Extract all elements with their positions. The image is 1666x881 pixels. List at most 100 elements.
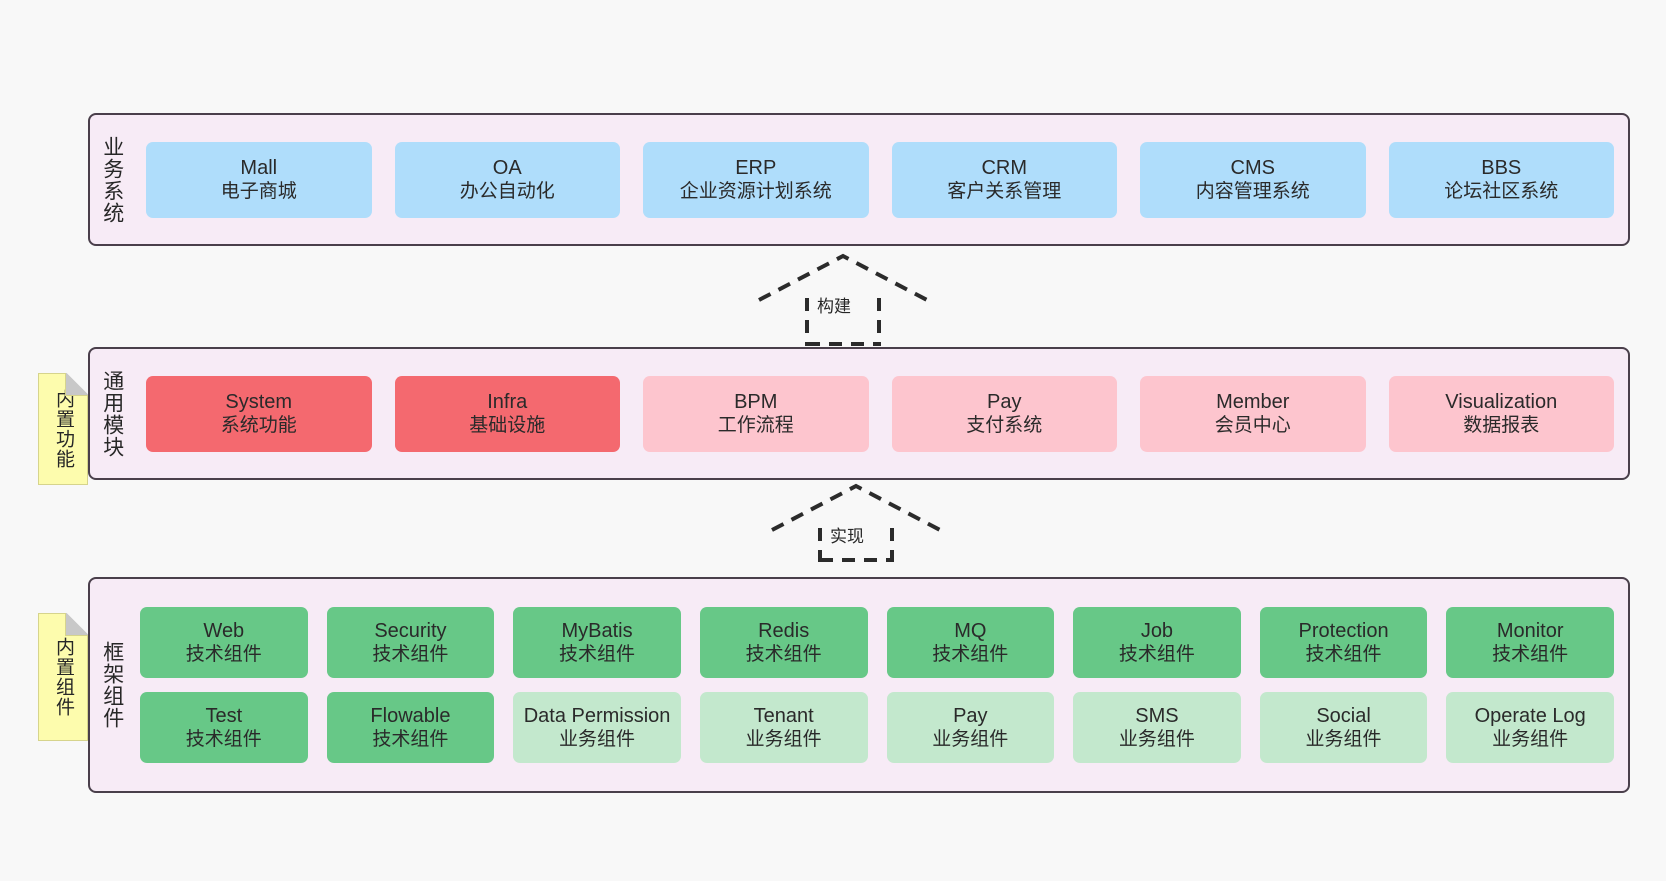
node-label-en: Flowable — [370, 704, 451, 727]
connector-build: 构建 — [757, 252, 929, 346]
node-label-en: Monitor — [1496, 619, 1564, 642]
node-label-cn: 技术组件 — [932, 644, 1009, 666]
node-label-en: OA — [492, 156, 522, 179]
node-label-cn: 业务组件 — [745, 729, 822, 751]
node-sms[interactable]: SMS 业务组件 — [1073, 692, 1241, 763]
node-label-cn: 论坛社区系统 — [1444, 181, 1559, 203]
node-label-cn: 技术组件 — [745, 644, 822, 666]
node-label-en: Pay — [987, 390, 1022, 413]
node-label-en: MQ — [954, 619, 987, 642]
node-social[interactable]: Social 业务组件 — [1259, 692, 1428, 763]
node-label-en: SMS — [1135, 704, 1179, 727]
node-label-cn: 数据报表 — [1463, 415, 1540, 437]
node-label-cn: 技术组件 — [1118, 644, 1195, 666]
node-infra[interactable]: Infra 基础设施 — [394, 375, 620, 452]
layer-title-common: 通用模块 — [100, 369, 124, 458]
node-pay-module[interactable]: Pay 支付系统 — [891, 375, 1117, 452]
layer-common-module: 通用模块 System 系统功能 Infra 基础设施 BPM 工作流程 Pay… — [88, 347, 1630, 480]
node-label-en: Data Permission — [523, 704, 671, 727]
node-label-en: BBS — [1481, 156, 1522, 179]
node-label-en: Mall — [240, 156, 278, 179]
node-oa[interactable]: OA 办公自动化 — [394, 141, 620, 218]
node-label-en: ERP — [735, 156, 777, 179]
component-row-tech: Web 技术组件 Security 技术组件 MyBatis 技术组件 Redi… — [140, 607, 1614, 678]
node-erp[interactable]: ERP 企业资源计划系统 — [643, 141, 869, 218]
node-mq[interactable]: MQ 技术组件 — [886, 607, 1055, 678]
component-row-business: Test 技术组件 Flowable 技术组件 Data Permission … — [140, 692, 1614, 763]
node-label-cn: 技术组件 — [372, 644, 449, 666]
node-security[interactable]: Security 技术组件 — [326, 607, 495, 678]
node-label-en: Redis — [758, 619, 810, 642]
node-label-cn: 业务组件 — [559, 729, 636, 751]
layer-business-system: 业务系统 Mall 电子商城 OA 办公自动化 ERP 企业资源计划系统 CRM… — [88, 113, 1630, 246]
note-builtin-component: 内置组件 — [38, 613, 88, 741]
node-label-en: Test — [205, 704, 243, 727]
node-label-cn: 技术组件 — [1305, 644, 1382, 666]
node-label-cn: 技术组件 — [559, 644, 636, 666]
node-label-en: Social — [1316, 704, 1371, 727]
node-label-cn: 工作流程 — [717, 415, 794, 437]
node-data-permission[interactable]: Data Permission 业务组件 — [513, 692, 681, 763]
note-text: 内置组件 — [53, 637, 75, 717]
node-label-en: MyBatis — [561, 619, 633, 642]
node-label-en: Web — [203, 619, 245, 642]
node-label-cn: 基础设施 — [469, 415, 546, 437]
layer-body-framework: Web 技术组件 Security 技术组件 MyBatis 技术组件 Redi… — [134, 579, 1628, 791]
node-job[interactable]: Job 技术组件 — [1073, 607, 1241, 678]
node-label-cn: 电子商城 — [220, 181, 297, 203]
node-operate-log[interactable]: Operate Log 业务组件 — [1446, 692, 1614, 763]
node-label-en: Protection — [1298, 619, 1389, 642]
node-label-en: CMS — [1230, 156, 1275, 179]
node-system[interactable]: System 系统功能 — [146, 375, 372, 452]
realization-arrow-icon — [758, 253, 928, 346]
connector-implement: 实现 — [770, 482, 942, 562]
node-flowable[interactable]: Flowable 技术组件 — [326, 692, 495, 763]
node-bpm[interactable]: BPM 工作流程 — [643, 375, 869, 452]
node-label-cn: 会员中心 — [1214, 415, 1291, 437]
node-crm[interactable]: CRM 客户关系管理 — [891, 141, 1117, 218]
connector-label-build: 构建 — [815, 292, 853, 317]
node-web[interactable]: Web 技术组件 — [140, 607, 308, 678]
node-tenant[interactable]: Tenant 业务组件 — [699, 692, 868, 763]
node-label-cn: 技术组件 — [185, 644, 262, 666]
node-member[interactable]: Member 会员中心 — [1140, 375, 1366, 452]
node-test[interactable]: Test 技术组件 — [140, 692, 308, 763]
node-label-en: CRM — [981, 156, 1028, 179]
node-label-cn: 企业资源计划系统 — [679, 181, 832, 203]
node-label-cn: 业务组件 — [932, 729, 1009, 751]
node-visualization[interactable]: Visualization 数据报表 — [1388, 375, 1614, 452]
node-label-en: Infra — [487, 390, 528, 413]
note-text: 内置功能 — [53, 389, 75, 469]
node-label-cn: 技术组件 — [1492, 644, 1569, 666]
node-label-cn: 业务组件 — [1305, 729, 1382, 751]
node-mybatis[interactable]: MyBatis 技术组件 — [513, 607, 681, 678]
layer-title-framework: 框架组件 — [100, 641, 124, 729]
node-label-cn: 业务组件 — [1118, 729, 1195, 751]
node-protection[interactable]: Protection 技术组件 — [1259, 607, 1428, 678]
node-label-cn: 办公自动化 — [459, 181, 555, 203]
node-redis[interactable]: Redis 技术组件 — [699, 607, 868, 678]
node-label-en: Member — [1216, 390, 1290, 413]
node-cms[interactable]: CMS 内容管理系统 — [1140, 141, 1366, 218]
node-mall[interactable]: Mall 电子商城 — [146, 141, 372, 218]
node-label-en: Security — [374, 619, 447, 642]
node-pay-component[interactable]: Pay 业务组件 — [886, 692, 1055, 763]
node-label-cn: 支付系统 — [966, 415, 1043, 437]
layer-body-common: System 系统功能 Infra 基础设施 BPM 工作流程 Pay 支付系统… — [134, 349, 1628, 478]
node-label-en: Job — [1140, 619, 1174, 642]
node-label-cn: 技术组件 — [372, 729, 449, 751]
connector-label-implement: 实现 — [828, 522, 866, 547]
node-label-cn: 内容管理系统 — [1195, 181, 1310, 203]
note-builtin-function: 内置功能 — [38, 373, 88, 485]
node-monitor[interactable]: Monitor 技术组件 — [1446, 607, 1614, 678]
realization-arrow-icon — [771, 483, 941, 562]
layer-title-business: 业务系统 — [100, 135, 124, 224]
node-label-en: Operate Log — [1474, 704, 1586, 727]
node-label-en: BPM — [734, 390, 778, 413]
node-label-en: Pay — [953, 704, 988, 727]
node-label-cn: 系统功能 — [220, 415, 297, 437]
layer-body-business: Mall 电子商城 OA 办公自动化 ERP 企业资源计划系统 CRM 客户关系… — [134, 115, 1628, 244]
node-bbs[interactable]: BBS 论坛社区系统 — [1388, 141, 1614, 218]
node-label-cn: 业务组件 — [1492, 729, 1569, 751]
